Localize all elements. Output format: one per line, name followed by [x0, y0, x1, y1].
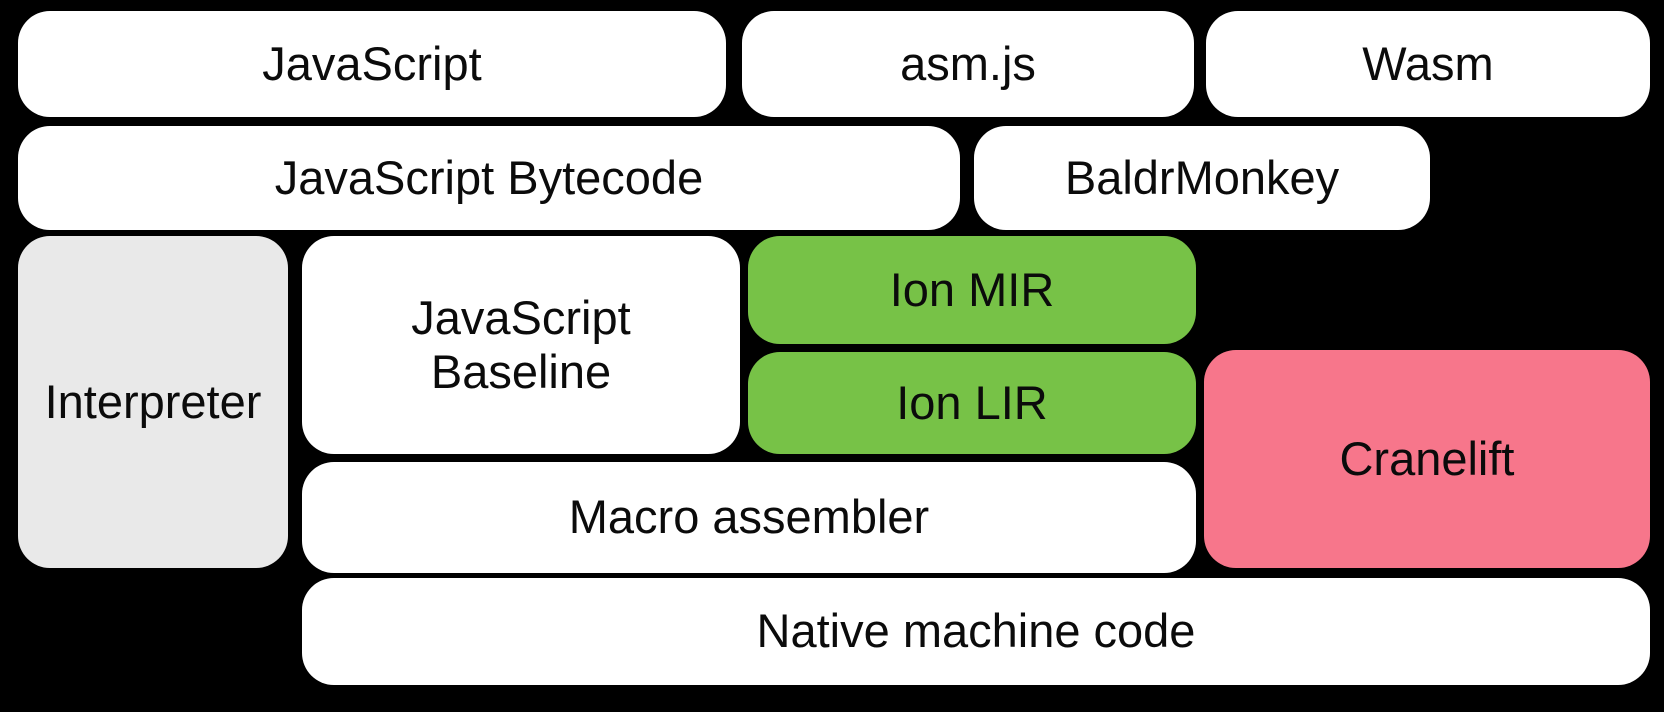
box-label: Ion MIR: [889, 262, 1055, 316]
box-native-machine-code: Native machine code: [302, 578, 1650, 685]
box-javascript: JavaScript: [18, 11, 726, 117]
box-cranelift: Cranelift: [1204, 350, 1650, 568]
box-label: JavaScript Bytecode: [274, 150, 704, 204]
box-label: Cranelift: [1339, 431, 1515, 485]
box-label: asm.js: [900, 36, 1036, 90]
box-ion-mir: Ion MIR: [748, 236, 1196, 344]
box-interpreter: Interpreter: [18, 236, 288, 568]
box-asmjs: asm.js: [742, 11, 1194, 117]
box-label: JavaScript: [262, 36, 482, 90]
box-ion-lir: Ion LIR: [748, 352, 1196, 454]
box-label: Ion LIR: [896, 375, 1048, 429]
box-label: Interpreter: [44, 374, 262, 428]
box-label: Native machine code: [756, 604, 1196, 658]
box-label: Macro assembler: [568, 490, 930, 544]
box-wasm: Wasm: [1206, 11, 1650, 117]
box-label: BaldrMonkey: [1064, 150, 1340, 204]
box-macro-assembler: Macro assembler: [302, 462, 1196, 573]
box-javascript-bytecode: JavaScript Bytecode: [18, 126, 960, 230]
box-label: Wasm: [1362, 36, 1494, 90]
box-baldrmonkey: BaldrMonkey: [974, 126, 1430, 230]
box-label: JavaScript Baseline: [411, 290, 631, 398]
box-javascript-baseline: JavaScript Baseline: [302, 236, 740, 454]
